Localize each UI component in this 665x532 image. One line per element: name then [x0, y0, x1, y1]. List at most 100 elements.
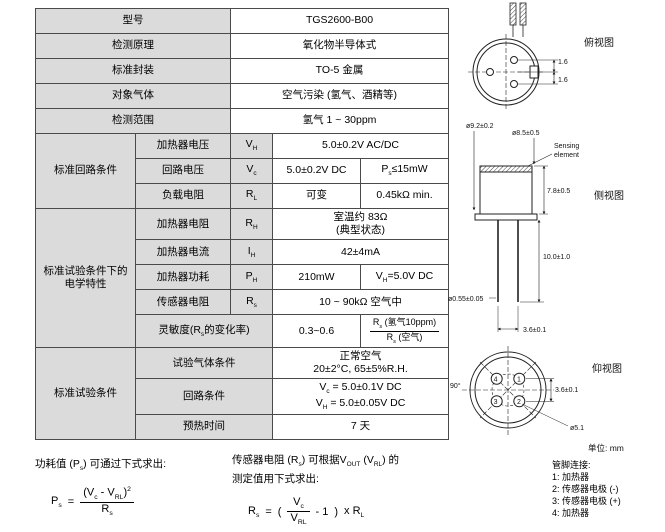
- sensitivity-value: 0.3~0.6: [272, 314, 361, 349]
- power-formula: Ps = (Vc - VRL)2 Rs: [51, 486, 225, 518]
- unit-label: 单位: mm: [588, 443, 624, 453]
- dim-body-height: 7.8±0.5: [547, 188, 570, 195]
- heater-voltage-value: 5.0±0.2V AC/DC: [271, 133, 450, 159]
- top-view-label: 俯视图: [584, 36, 614, 49]
- sensing-element-label-2: element: [554, 152, 579, 159]
- row-sensor-resistance: 传感器电阻 Rs 10 ~ 90kΩ 空气中: [36, 289, 450, 316]
- rs-formula-caption: 传感器电阻 (Rs) 可根据VOUT (VRL) 的 测定值用下式求出:: [232, 454, 400, 486]
- dim-angle: 90°: [450, 382, 461, 390]
- pinout-line-1: 1: 加热器: [552, 472, 590, 482]
- pinout-line-3: 3: 传感器电极 (+): [552, 496, 621, 506]
- row-range: 检测范围 氢气 1 ~ 30ppm: [35, 108, 450, 134]
- dim-pin-span: 3.6±0.1: [555, 387, 578, 394]
- side-view-drawing: [474, 165, 548, 332]
- load-resistance-note: 0.45kΩ min.: [359, 183, 450, 209]
- heater-resistance-value: 室温约 83Ω(典型状态): [271, 207, 450, 241]
- row-heater-current: 加热器电流 IH 42±4mA: [36, 239, 450, 266]
- sensitivity-label: 灵敏度(Rs的变化率): [135, 314, 273, 349]
- dim-pin-pitch-a: 1.6: [558, 59, 568, 66]
- row-package: 标准封装 TO-5 金属: [35, 58, 450, 84]
- row-circuit-voltage: 回路电压 Vc 5.0±0.2V DC Ps≤15mW: [36, 158, 450, 184]
- group-test-conditions: 标准试验条件: [35, 347, 136, 440]
- range-label: 检测范围: [35, 108, 231, 134]
- dim-lead-span: 3.6±0.1: [523, 327, 546, 334]
- pinout-title: 管脚连接:: [552, 460, 591, 470]
- row-sensitivity: 灵敏度(Rs的变化率) 0.3~0.6 Rs (氢气10ppm) Rs (空气): [36, 314, 450, 349]
- group-electrical-characteristics: 标准试验条件下的电学特性: [35, 207, 136, 349]
- heater-power-label: 加热器功耗: [135, 264, 231, 291]
- model-label: 型号: [35, 8, 231, 34]
- target-gas-value: 空气污染 (氢气、酒精等): [229, 83, 450, 109]
- dim-flange-diameter: ø9.2±0.2: [466, 123, 494, 130]
- sensing-element-label: Sensing: [554, 143, 579, 150]
- sensor-resistance-label: 传感器电阻: [135, 289, 231, 316]
- circuit-conditions-label: 回路条件: [135, 378, 273, 415]
- pin-connection-list: 管脚连接: 1: 加热器 2: 传感器电极 (-) 3: 传感器电极 (+) 4…: [552, 459, 621, 519]
- preheat-label: 预热时间: [135, 413, 273, 440]
- principle-value: 氧化物半导体式: [229, 33, 450, 59]
- row-principle: 检测原理 氧化物半导体式: [35, 33, 450, 59]
- heater-resistance-symbol: RH: [230, 207, 273, 241]
- load-resistance-label: 负载电阻: [135, 183, 231, 209]
- dim-pitch-circle: ø5.1: [570, 425, 584, 432]
- heater-voltage-label: 加热器电压: [135, 133, 231, 159]
- pin-cross-section: [509, 2, 527, 37]
- top-view-drawing: [468, 34, 558, 110]
- heater-current-label: 加热器电流: [135, 239, 231, 266]
- heater-voltage-symbol: VH: [230, 133, 273, 159]
- target-gas-label: 对象气体: [35, 83, 231, 109]
- pin-number-2: 2: [517, 399, 521, 406]
- power-dissipation-note: 功耗值 (Ps) 可通过下式求出: Ps = (Vc - VRL)2 Rs: [35, 457, 225, 518]
- load-resistance-value: 可变: [272, 183, 361, 209]
- pin-number-4: 4: [494, 376, 498, 383]
- row-heater-resistance: 标准试验条件下的电学特性 加热器电阻 RH 室温约 83Ω(典型状态): [35, 207, 450, 349]
- pinout-line-2: 2: 传感器电极 (-): [552, 484, 619, 494]
- bottom-view-label: 仰视图: [592, 362, 622, 375]
- row-heater-voltage: 标准回路条件 加热器电压 VH 5.0±0.2V AC/DC: [35, 133, 450, 209]
- spec-table: 型号 TGS2600-B00 检测原理 氧化物半导体式 标准封装 TO-5 金属…: [35, 8, 450, 440]
- group-circuit-conditions: 标准回路条件: [35, 133, 136, 209]
- test-gas-label: 试验气体条件: [135, 347, 273, 380]
- row-heater-power: 加热器功耗 PH 210mW VH=5.0V DC: [36, 264, 450, 291]
- heater-current-value: 42±4mA: [271, 239, 450, 266]
- dim-lead-length: 10.0±1.0: [543, 254, 570, 261]
- dim-lead-diameter: ø0.55±0.05: [448, 296, 483, 303]
- package-label: 标准封装: [35, 58, 231, 84]
- side-view-label: 侧视图: [594, 189, 624, 202]
- sensitivity-ratio: Rs (氢气10ppm) Rs (空气): [359, 314, 450, 349]
- heater-current-symbol: IH: [230, 239, 273, 266]
- circuit-conditions-value: Vc = 5.0±0.1V DC VH = 5.0±0.05V DC: [271, 378, 450, 415]
- circuit-voltage-note: Ps≤15mW: [359, 158, 450, 184]
- row-load-resistance: 负载电阻 RL 可变 0.45kΩ min.: [36, 183, 450, 209]
- circuit-voltage-label: 回路电压: [135, 158, 231, 184]
- dim-pin-pitch-b: 1.6: [558, 77, 568, 84]
- pin-number-1: 1: [517, 376, 521, 383]
- range-value: 氢气 1 ~ 30ppm: [229, 108, 450, 134]
- row-preheat: 预热时间 7 天: [36, 413, 450, 440]
- heater-power-note: VH=5.0V DC: [359, 264, 450, 291]
- heater-power-value: 210mW: [272, 264, 361, 291]
- row-target-gas: 对象气体 空气污染 (氢气、酒精等): [35, 83, 450, 109]
- row-circuit-conditions: 回路条件 Vc = 5.0±0.1V DC VH = 5.0±0.05V DC: [36, 378, 450, 415]
- sensor-drawings: 1.6 1.6 俯视图 ø9.2±0.2 ø8.5±0.5 Sensing el…: [448, 2, 624, 453]
- circuit-voltage-value: 5.0±0.2V DC: [272, 158, 361, 184]
- pinout-line-4: 4: 加热器: [552, 508, 590, 518]
- sensor-resistance-symbol: Rs: [230, 289, 273, 316]
- rs-formula: Rs = ( Vc VRL - 1 ) x RL: [248, 496, 365, 527]
- bottom-view-drawing: [462, 346, 569, 436]
- preheat-value: 7 天: [271, 413, 450, 440]
- circuit-voltage-symbol: Vc: [230, 158, 273, 184]
- sensor-resistance-note: 传感器电阻 (Rs) 可根据VOUT (VRL) 的 测定值用下式求出: Rs …: [232, 453, 447, 528]
- row-model: 型号 TGS2600-B00: [35, 8, 450, 34]
- heater-power-symbol: PH: [230, 264, 273, 291]
- package-value: TO-5 金属: [229, 58, 450, 84]
- sensor-resistance-value: 10 ~ 90kΩ 空气中: [271, 289, 450, 316]
- heater-resistance-label: 加热器电阻: [135, 207, 231, 241]
- principle-label: 检测原理: [35, 33, 231, 59]
- model-value: TGS2600-B00: [229, 8, 450, 34]
- load-resistance-symbol: RL: [230, 183, 273, 209]
- pin-number-3: 3: [494, 399, 498, 406]
